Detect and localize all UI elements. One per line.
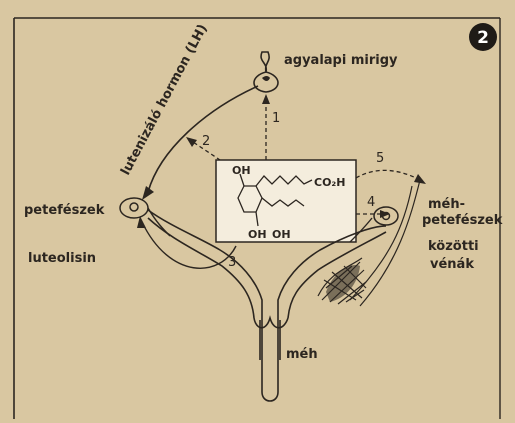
step5-arrow-head bbox=[414, 174, 426, 184]
label-vein-line3: közötti bbox=[428, 239, 479, 254]
label-pituitary: agyalapi mirigy bbox=[284, 53, 398, 68]
step1-arrow-head bbox=[262, 94, 270, 104]
label-ovaries: petefészek bbox=[24, 203, 105, 218]
label-luteolysin: luteolisin bbox=[28, 251, 96, 266]
label-vein-line4: vénák bbox=[430, 257, 474, 272]
step5-dashed-line bbox=[356, 170, 420, 180]
step-5-number: 5 bbox=[376, 151, 384, 166]
step-3-number: 3 bbox=[228, 255, 236, 270]
left-ovary-shape bbox=[120, 198, 148, 218]
lh-arrow-head bbox=[142, 186, 154, 200]
right-ovary-shape bbox=[374, 207, 398, 225]
step-1-number: 1 bbox=[272, 111, 280, 126]
molecule-oh-top: OH bbox=[232, 164, 251, 177]
step-4-number: 4 bbox=[367, 195, 375, 210]
label-vein-line2: petefészek bbox=[422, 213, 503, 228]
label-vein-line1: méh- bbox=[428, 197, 465, 212]
figure-number-badge: 2 bbox=[469, 23, 497, 51]
molecule-oh-bottom-2: OH bbox=[272, 228, 291, 241]
step2-arrow-head bbox=[186, 137, 197, 147]
molecule-co2h: CO₂H bbox=[314, 176, 345, 189]
step-2-number: 2 bbox=[202, 134, 210, 149]
label-lh-hormone: lutenizáló hormon (LH) bbox=[118, 22, 210, 178]
figure-number-text: 2 bbox=[477, 28, 489, 48]
molecule-oh-bottom-1: OH bbox=[248, 228, 267, 241]
label-uterus: méh bbox=[286, 347, 318, 362]
